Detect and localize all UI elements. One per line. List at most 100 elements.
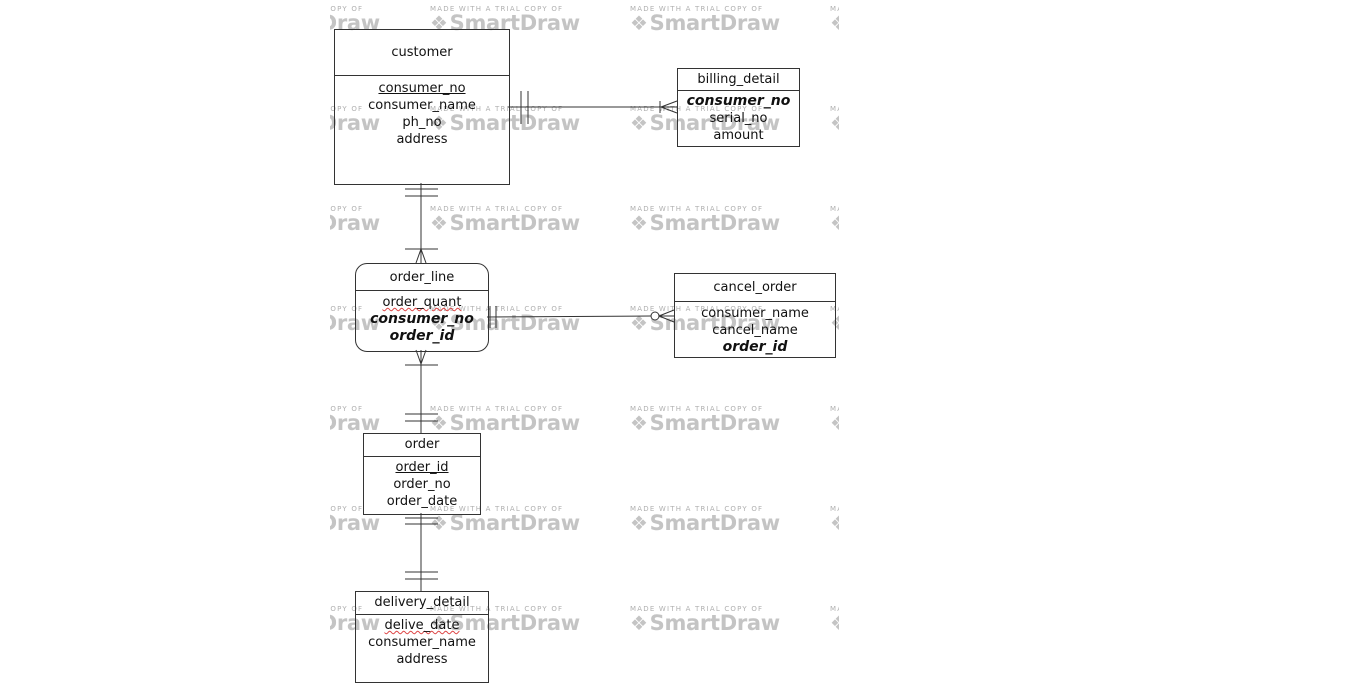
watermark-caption: MADE WITH A TRIAL COPY OF [830,505,839,513]
watermark-brand: ❖SmartDraw [430,111,580,135]
smartdraw-logo-icon: ❖ [430,211,448,235]
watermark-brand-text: SmartDraw [449,211,581,235]
watermark-brand-text: SmartDraw [330,211,380,235]
watermark-brand-text: SmartDraw [449,411,581,435]
smartdraw-logo-icon: ❖ [430,511,448,535]
watermark-brand-text: SmartDraw [330,511,380,535]
attribute-order-id: order_id [389,328,455,344]
attribute-delive-date: delive_date [384,618,460,633]
watermark-brand: ❖SmartDraw [430,311,580,335]
watermark-caption: MADE WITH A TRIAL COPY OF [830,605,839,613]
watermark-caption: MADE WITH A TRIAL COPY OF [330,505,364,513]
rel-customer-billing-crow-2 [660,106,678,114]
watermark-brand: ❖SmartDraw [330,411,380,435]
watermark-caption: MADE WITH A TRIAL COPY OF [830,405,839,413]
watermark-brand: ❖SmartDraw [830,611,839,635]
watermark-brand-text: SmartDraw [649,411,781,435]
smartdraw-logo-icon: ❖ [630,111,648,135]
smartdraw-logo-icon: ❖ [830,311,839,335]
watermark-brand: ❖SmartDraw [430,511,580,535]
attribute-ph-no: ph_no [402,115,442,130]
watermark-brand: ❖SmartDraw [630,311,780,335]
watermark-brand: ❖SmartDraw [330,111,380,135]
watermark-layer: MADE WITH A TRIAL COPY OF❖SmartDrawMADE … [330,0,839,668]
attribute-order-no: order_no [393,477,451,492]
watermark-caption: MADE WITH A TRIAL COPY OF [430,5,564,13]
entity-title: order [364,434,480,457]
watermark-brand: ❖SmartDraw [630,511,780,535]
watermark-caption: MADE WITH A TRIAL COPY OF [330,205,364,213]
rel-orderline-order-crow-2 [420,349,427,365]
watermark-brand: ❖SmartDraw [630,111,780,135]
smartdraw-logo-icon: ❖ [830,111,839,135]
attribute-list: consumer_no serial_no amount [678,91,799,144]
smartdraw-logo-icon: ❖ [630,11,648,35]
entity-title: delivery_detail [356,592,488,615]
smartdraw-logo-icon: ❖ [630,411,648,435]
watermark-caption: MADE WITH A TRIAL COPY OF [430,505,564,513]
watermark-brand: ❖SmartDraw [830,311,839,335]
watermark-brand: ❖SmartDraw [330,211,380,235]
entity-cancel-order[interactable]: cancel_order consumer_name cancel_name o… [674,273,836,358]
entity-title: billing_detail [678,69,799,91]
watermark-brand: ❖SmartDraw [430,411,580,435]
attribute-consumer-no: consumer_no [686,93,791,109]
rel-customer-orderline-crow-2 [420,248,427,264]
watermark-brand: ❖SmartDraw [830,511,839,535]
smartdraw-logo-icon: ❖ [630,311,648,335]
smartdraw-logo-icon: ❖ [630,511,648,535]
attribute-list: consumer_name cancel_name order_id [675,302,835,356]
watermark-caption: MADE WITH A TRIAL COPY OF [630,505,764,513]
entity-order-line[interactable]: order_line order_quant consumer_no order… [355,263,489,352]
watermark-brand-text: SmartDraw [649,311,781,335]
watermark-brand: ❖SmartDraw [830,211,839,235]
watermark-brand-text: SmartDraw [449,611,581,635]
smartdraw-logo-icon: ❖ [630,211,648,235]
watermark-caption: MADE WITH A TRIAL COPY OF [630,205,764,213]
attribute-consumer-name: consumer_name [701,306,809,321]
entity-delivery-detail[interactable]: delivery_detail delive_date consumer_nam… [355,591,489,683]
entity-title: customer [335,30,509,76]
watermark-caption: MADE WITH A TRIAL COPY OF [330,305,364,313]
attribute-order-quant: order_quant [382,295,462,310]
smartdraw-logo-icon: ❖ [430,611,448,635]
smartdraw-logo-icon: ❖ [830,211,839,235]
watermark-brand: ❖SmartDraw [830,11,839,35]
rel-orderline-cancel-crow-1 [658,309,675,317]
watermark-brand: ❖SmartDraw [830,111,839,135]
watermark-caption: MADE WITH A TRIAL COPY OF [330,605,364,613]
smartdraw-logo-icon: ❖ [830,411,839,435]
entity-billing-detail[interactable]: billing_detail consumer_no serial_no amo… [677,68,800,147]
rel-orderline-cancel-zero [650,311,660,321]
watermark-caption: MADE WITH A TRIAL COPY OF [330,5,364,13]
entity-title: order_line [356,264,488,291]
attribute-list: consumer_no consumer_name ph_no address [335,76,509,148]
watermark-brand: ❖SmartDraw [630,211,780,235]
watermark-caption: MADE WITH A TRIAL COPY OF [430,205,564,213]
watermark-brand: ❖SmartDraw [630,411,780,435]
attribute-order-id: order_id [722,339,788,355]
attribute-list: delive_date consumer_name address [356,615,488,668]
watermark-brand-text: SmartDraw [330,11,380,35]
rel-orderline-cancel [486,315,652,318]
attribute-list: order_id order_no order_date [364,457,480,510]
watermark-brand-text: SmartDraw [649,211,781,235]
entity-order[interactable]: order order_id order_no order_date [363,433,481,515]
watermark-brand: ❖SmartDraw [430,611,580,635]
attribute-address: address [396,652,448,667]
watermark-brand: ❖SmartDraw [330,511,380,535]
watermark-caption: MADE WITH A TRIAL COPY OF [630,5,764,13]
smartdraw-logo-icon: ❖ [830,611,839,635]
watermark-caption: MADE WITH A TRIAL COPY OF [430,105,564,113]
watermark-caption: MADE WITH A TRIAL COPY OF [830,205,839,213]
watermark-brand-text: SmartDraw [449,311,581,335]
rel-orderline-order-crow-1 [415,349,422,365]
entity-customer[interactable]: customer consumer_no consumer_name ph_no… [334,29,510,185]
watermark-brand: ❖SmartDraw [430,211,580,235]
smartdraw-logo-icon: ❖ [830,11,839,35]
watermark-brand-text: SmartDraw [649,11,781,35]
watermark-caption: MADE WITH A TRIAL COPY OF [630,105,764,113]
watermark-caption: MADE WITH A TRIAL COPY OF [430,405,564,413]
watermark-caption: MADE WITH A TRIAL COPY OF [330,405,364,413]
watermark-brand-text: SmartDraw [449,511,581,535]
